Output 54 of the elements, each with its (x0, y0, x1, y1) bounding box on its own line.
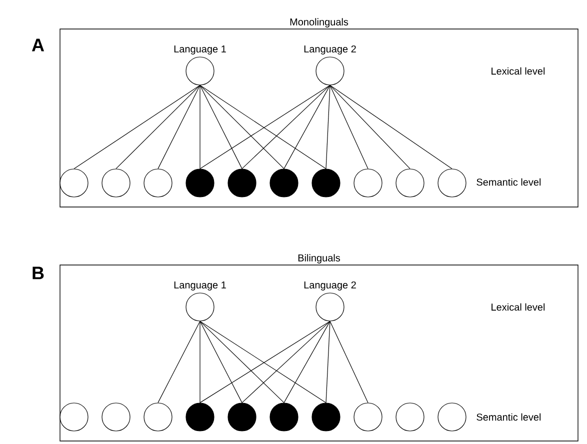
concept-node (228, 168, 256, 198)
concept-node (144, 168, 172, 198)
node-label: Language 2 (304, 45, 356, 54)
concept-node (228, 402, 256, 432)
concept-node (186, 168, 214, 198)
word-node: Language 1 (174, 46, 226, 86)
node-label: Monolinguals (290, 18, 348, 28)
connection-line (158, 85, 200, 169)
connection-line (242, 85, 330, 169)
connection-line (200, 85, 284, 169)
concept-node (438, 168, 466, 198)
connection-line (74, 85, 200, 169)
connection-line (330, 85, 410, 169)
connection-line (330, 85, 368, 169)
connection-line (330, 321, 368, 403)
concept-node (312, 168, 340, 198)
node-label: Bilinguals (298, 254, 340, 264)
connection-line (116, 85, 200, 169)
connection-line (200, 85, 242, 169)
concept-node (354, 168, 382, 198)
connection-line (242, 321, 330, 403)
concept-node (102, 402, 130, 432)
connection-line (158, 321, 200, 403)
level-label: Semantic level (476, 178, 541, 186)
concept-node (270, 402, 298, 432)
panel-letter: A (32, 38, 44, 52)
concept-node (102, 168, 130, 198)
connection-line (330, 85, 452, 169)
node-label: Language 1 (174, 282, 226, 290)
word-node: Language 1 (174, 282, 226, 322)
panel-letter: B (32, 266, 44, 280)
connection-line (200, 321, 242, 403)
connection-line (284, 321, 330, 403)
concept-node (144, 402, 172, 432)
concept-node (396, 168, 424, 198)
word-node: Language 2 (304, 45, 356, 86)
level-label: Semantic level (476, 413, 541, 421)
node-label: Language 2 (304, 281, 356, 290)
concept-node (396, 402, 424, 432)
connection-line (326, 85, 330, 169)
concept-node (270, 168, 298, 198)
connection-line (326, 321, 330, 403)
concept-node (438, 402, 466, 432)
connection-line (284, 85, 330, 169)
concept-node (312, 402, 340, 432)
word-node: Language 2 (304, 281, 356, 322)
connection-line (200, 321, 284, 403)
concept-node (60, 402, 88, 432)
node-label: Language 1 (174, 46, 226, 54)
concept-node (60, 168, 88, 198)
concept-node (354, 402, 382, 432)
level-label: Lexical level (492, 67, 545, 75)
concept-node (186, 402, 214, 432)
level-label: Lexical level (492, 303, 545, 311)
